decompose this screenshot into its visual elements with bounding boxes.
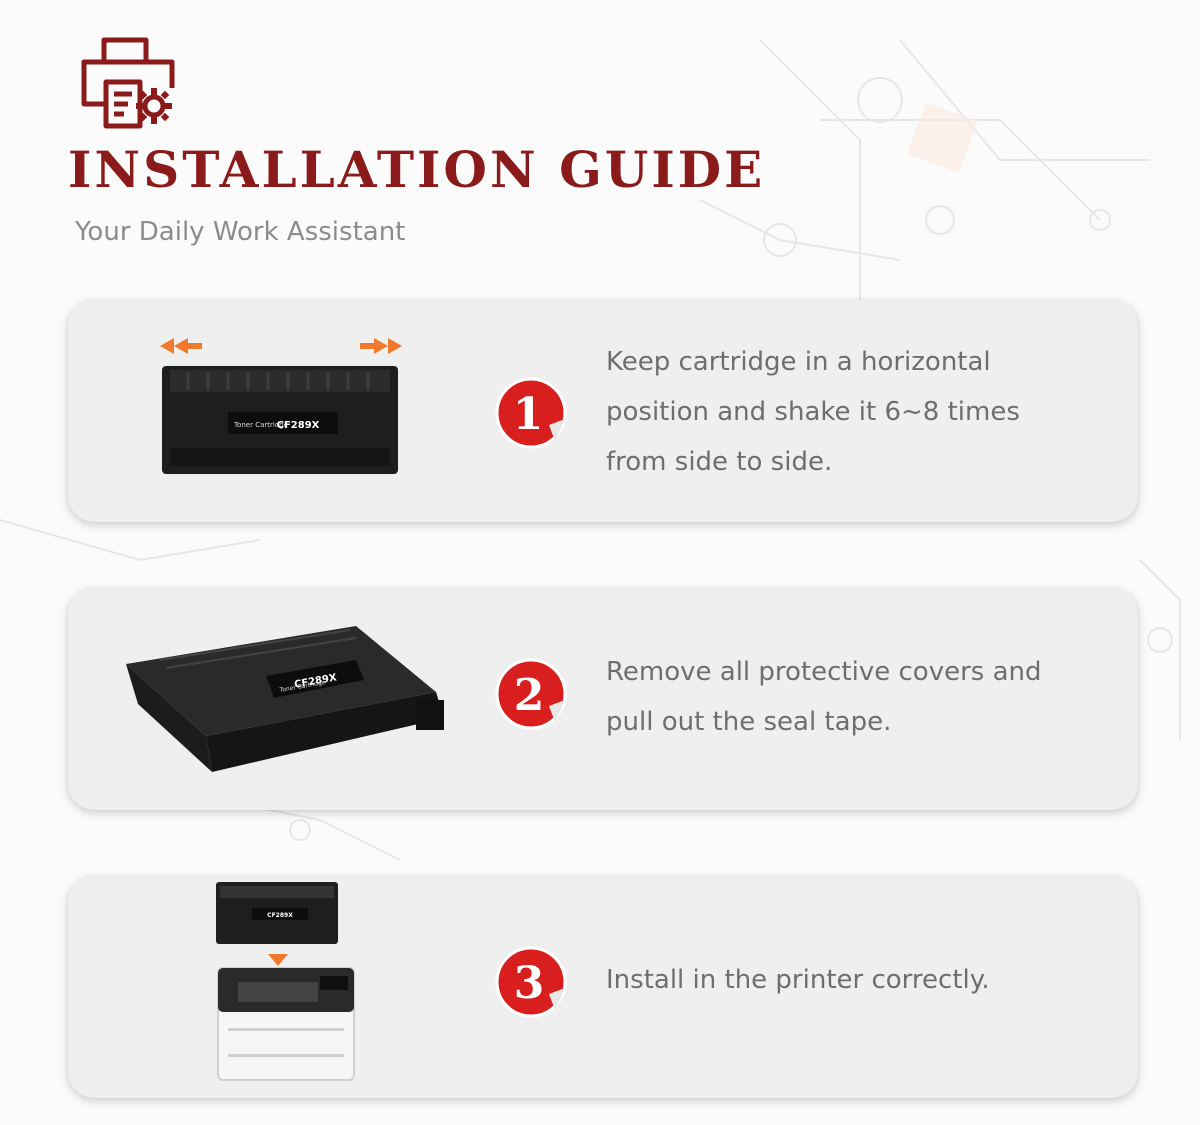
cartridge-shake-illustration: Toner Cartridge CF289X <box>160 338 402 474</box>
svg-text:CF289X: CF289X <box>277 420 320 431</box>
step-card-1: Toner Cartridge CF289X 1 Keep cartridge … <box>68 300 1138 522</box>
page-title: INSTALLATION GUIDE <box>68 140 766 199</box>
svg-text:3: 3 <box>514 958 545 1009</box>
svg-text:Toner Cartridge: Toner Cartridge <box>233 421 288 429</box>
svg-text:2: 2 <box>514 670 545 721</box>
step-text-2: Remove all protective covers and pull ou… <box>606 657 1042 737</box>
step-badge-1: 1 <box>495 377 567 449</box>
svg-text:CF289X: CF289X <box>267 912 293 919</box>
step-text-3: Install in the printer correctly. <box>606 965 990 995</box>
step-badge-3: 3 <box>495 946 567 1018</box>
step-text-1: Keep cartridge in a horizontal position … <box>606 347 1020 477</box>
page-subtitle: Your Daily Work Assistant <box>75 217 406 247</box>
down-arrow-icon <box>268 954 288 966</box>
left-arrow-icon <box>160 338 202 354</box>
svg-text:1: 1 <box>513 389 544 440</box>
step-card-2: CF289X Toner Cartridge 2 Remove all prot… <box>68 588 1138 810</box>
step-badge-2: 2 <box>495 658 567 730</box>
printer-gear-icon <box>81 37 175 129</box>
printer-install-illustration: CF289X <box>216 882 355 1081</box>
right-arrow-icon <box>360 338 402 354</box>
cartridge-angled-illustration: CF289X Toner Cartridge <box>126 626 444 772</box>
step-card-3: CF289X 3 Install in the printer correctl… <box>68 876 1138 1098</box>
